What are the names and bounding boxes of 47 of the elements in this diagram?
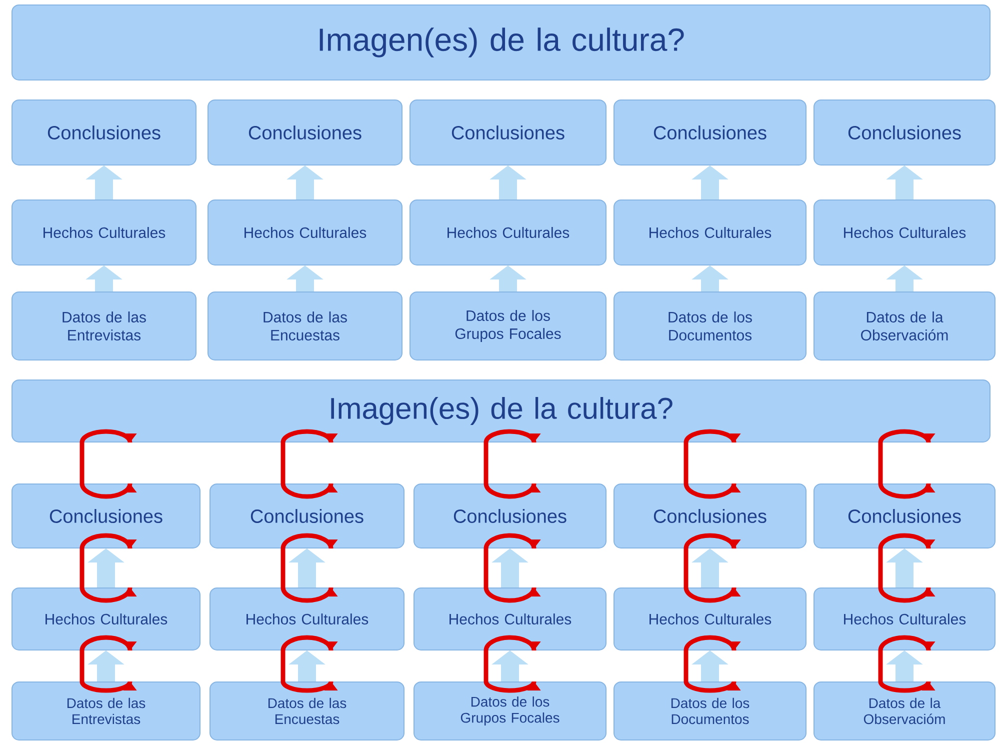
- cycle-arrow: [878, 533, 936, 603]
- process-box: Hechos Culturales: [814, 199, 996, 266]
- cycle-arrow: [684, 635, 741, 693]
- process-box: Hechos Culturales: [414, 587, 606, 650]
- process-box: Conclusiones: [614, 483, 806, 548]
- cycle-arrow: [280, 533, 338, 603]
- process-box: Conclusiones: [414, 483, 606, 548]
- process-box: Conclusiones: [12, 483, 200, 548]
- process-box: Conclusiones: [410, 99, 606, 166]
- process-box: Hechos Culturales: [614, 587, 806, 650]
- process-box: Conclusiones: [210, 483, 404, 548]
- cycle-arrow: [80, 429, 137, 499]
- cycle-arrow: [80, 635, 137, 693]
- cycle-arrow: [484, 429, 541, 499]
- process-box: Hechos Culturales: [210, 587, 404, 650]
- process-box: Datos de los Documentos: [614, 681, 806, 740]
- process-box: Datos de las Encuestas: [208, 291, 402, 360]
- title-box: Imagen(es) de la cultura?: [12, 4, 990, 80]
- process-box: Datos de los Grupos Focales: [414, 681, 606, 740]
- title-box: Imagen(es) de la cultura?: [12, 379, 990, 442]
- cycle-arrow: [878, 429, 936, 499]
- process-box: Datos de los Grupos Focales: [410, 291, 606, 360]
- process-box: Conclusiones: [614, 99, 806, 166]
- cycle-arrow: [878, 635, 936, 693]
- process-box: Datos de las Entrevistas: [12, 291, 196, 360]
- cycle-arrow: [684, 429, 741, 499]
- process-box: Hechos Culturales: [12, 199, 196, 266]
- cycle-arrow: [280, 635, 338, 693]
- process-box: Conclusiones: [814, 99, 996, 166]
- cycle-arrow: [280, 429, 338, 499]
- process-box: Conclusiones: [208, 99, 402, 166]
- process-box: Hechos Culturales: [12, 587, 200, 650]
- cycle-arrow: [484, 533, 541, 603]
- process-box: Hechos Culturales: [614, 199, 806, 266]
- process-box: Datos de la Observacióm: [814, 681, 996, 740]
- cycle-arrow: [484, 635, 541, 693]
- process-box: Datos de las Entrevistas: [12, 681, 200, 740]
- cycle-arrow: [80, 533, 137, 603]
- process-box: Datos de las Encuestas: [210, 681, 404, 740]
- process-box: Conclusiones: [12, 99, 196, 166]
- process-box: Conclusiones: [814, 483, 996, 548]
- process-box: Hechos Culturales: [208, 199, 402, 266]
- process-box: Hechos Culturales: [814, 587, 996, 650]
- process-box: Hechos Culturales: [410, 199, 606, 266]
- process-box: Datos de la Observacióm: [814, 291, 996, 360]
- cycle-arrow: [684, 533, 741, 603]
- process-box: Datos de los Documentos: [614, 291, 806, 360]
